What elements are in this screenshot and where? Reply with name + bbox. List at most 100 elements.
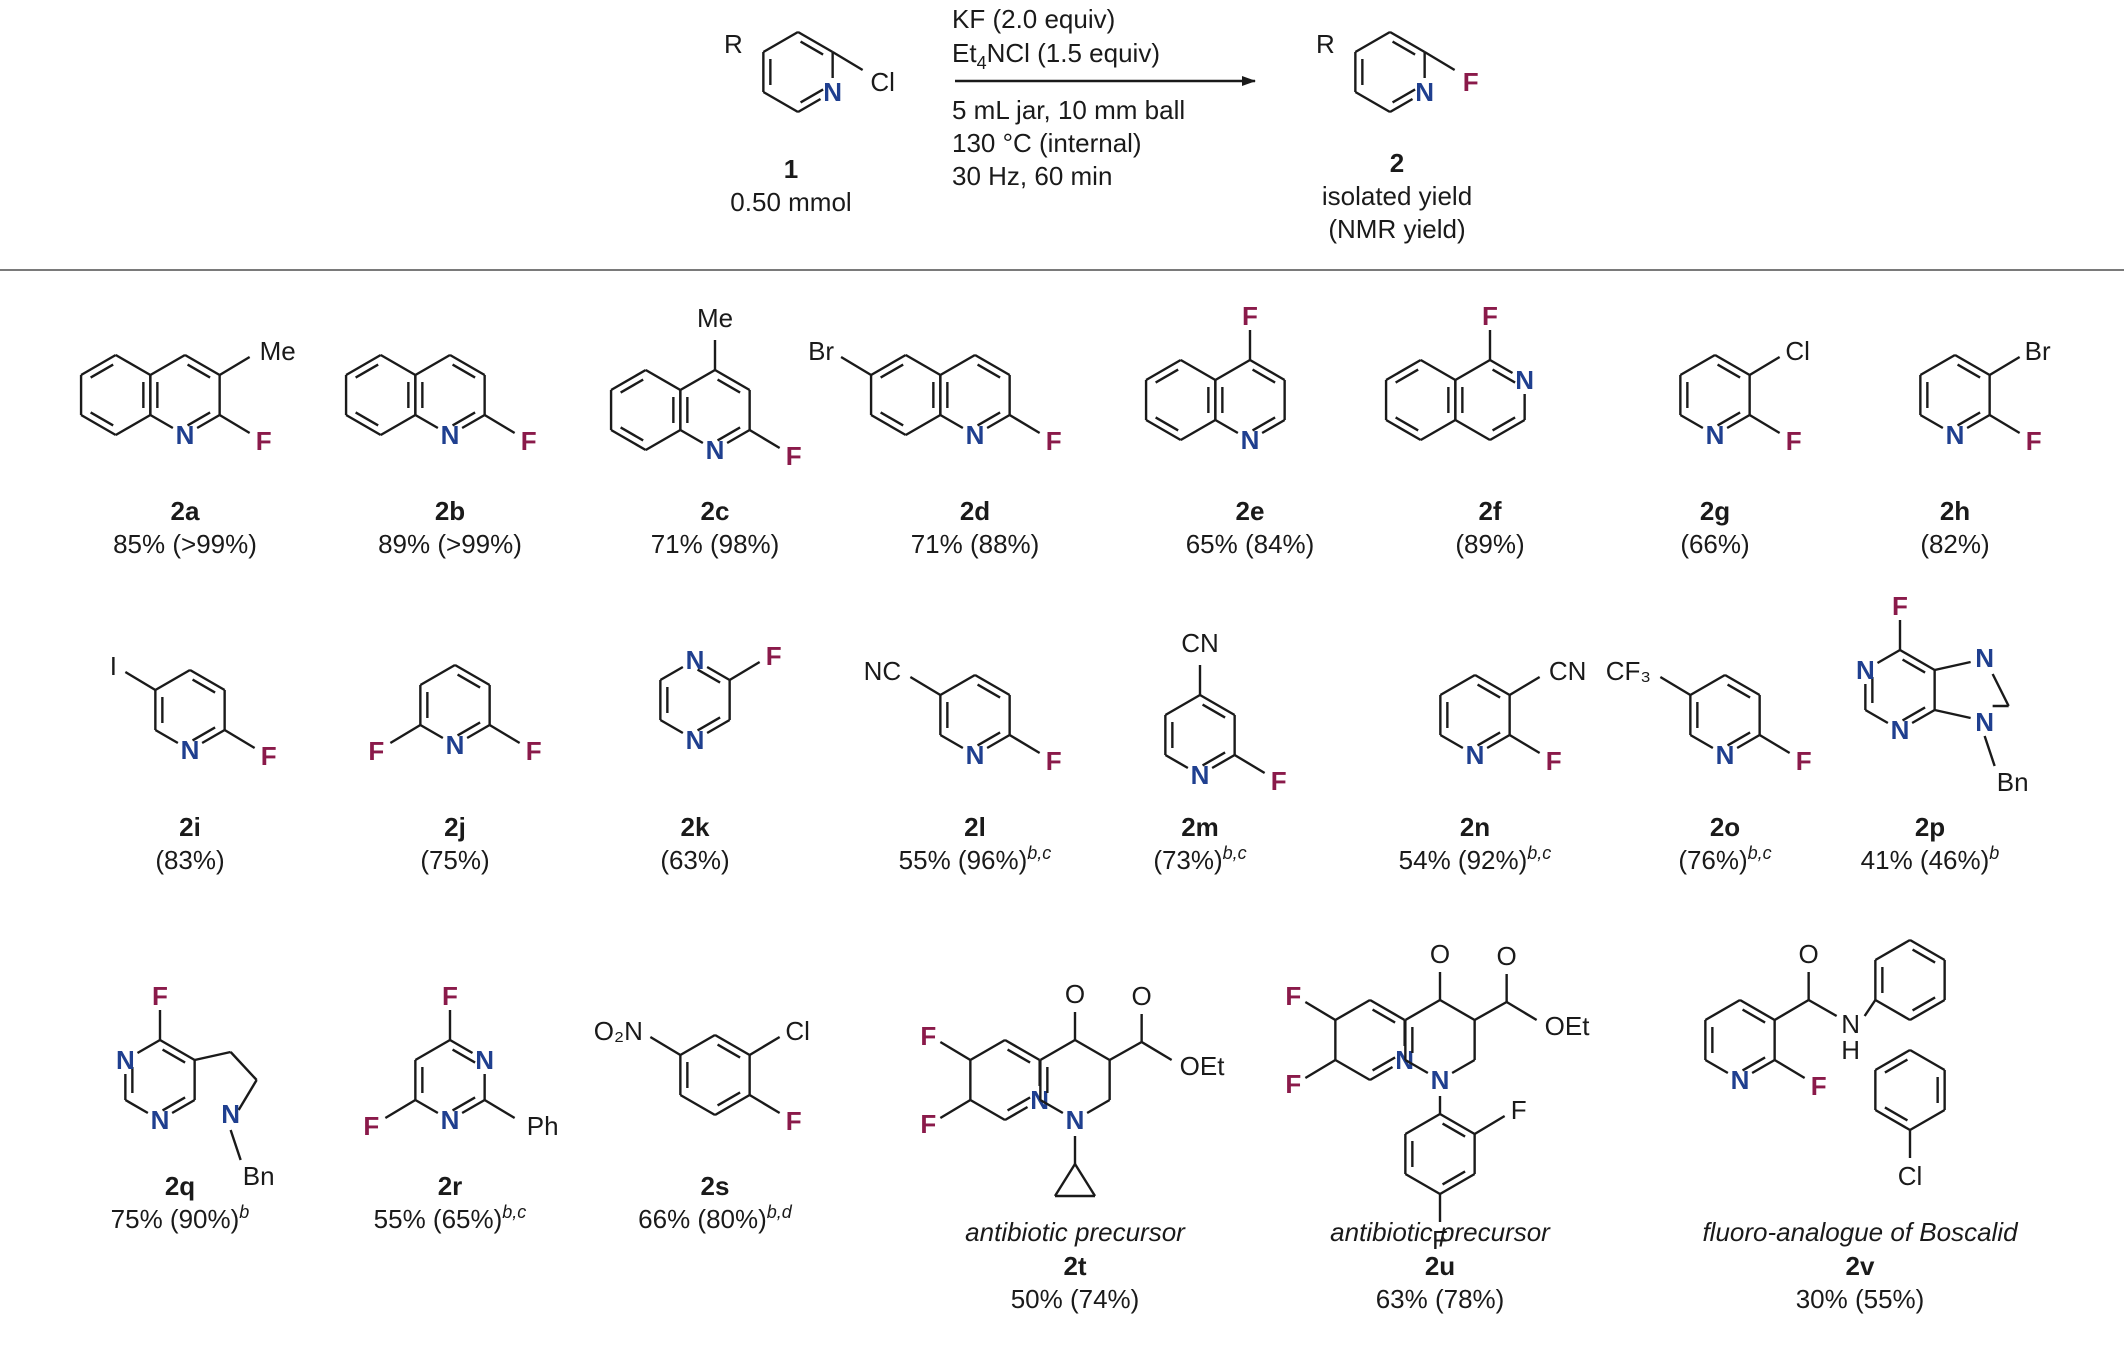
nitrogen-atom: N bbox=[1415, 77, 1434, 107]
compound-yield: 65% (84%) bbox=[1186, 529, 1315, 559]
compound-yield: 85% (>99%) bbox=[113, 529, 257, 559]
substituent-label: Me bbox=[260, 336, 296, 366]
entry-2i: 2i(83%) bbox=[155, 812, 224, 875]
yield-value: (89%) bbox=[1455, 529, 1524, 559]
compound-id: 2c bbox=[701, 496, 730, 526]
product-id: 2 bbox=[1390, 148, 1404, 178]
nitrogen-atom: N bbox=[1241, 425, 1260, 455]
nitrogen-atom: N bbox=[686, 645, 705, 675]
entry-note: antibiotic precursor bbox=[965, 1217, 1186, 1247]
yield-value: 50% (74%) bbox=[1011, 1284, 1140, 1314]
substituent-label: N bbox=[1841, 1009, 1860, 1039]
compound-id: 2e bbox=[1236, 496, 1265, 526]
fluorine-atom: F bbox=[1811, 1071, 1827, 1101]
compound-id: 2l bbox=[964, 812, 986, 842]
compound-id: 2v bbox=[1846, 1251, 1875, 1281]
yield-value: (73%) bbox=[1153, 845, 1222, 875]
yield-footnote: b,c bbox=[1527, 843, 1551, 863]
yield-value: (82%) bbox=[1920, 529, 1989, 559]
nitrogen-atom: N bbox=[1856, 655, 1875, 685]
compound-yield: 89% (>99%) bbox=[378, 529, 522, 559]
compound-yield: 55% (65%)b,c bbox=[374, 1202, 527, 1234]
compound-id: 2n bbox=[1460, 812, 1490, 842]
substituent-label: F bbox=[1511, 1095, 1527, 1125]
yield-value: (66%) bbox=[1680, 529, 1749, 559]
yield-footnote: b,c bbox=[1027, 843, 1051, 863]
fluorine-atom: F bbox=[1892, 591, 1908, 621]
compound-yield: 63% (78%) bbox=[1376, 1284, 1505, 1314]
fluorine-atom: F bbox=[152, 981, 168, 1011]
fluorine-atom: F bbox=[1463, 67, 1479, 97]
yield-footnote: b,d bbox=[767, 1202, 793, 1222]
compound-id: 2q bbox=[165, 1171, 195, 1201]
compound-id: 2k bbox=[681, 812, 710, 842]
entry-2h: 2h(82%) bbox=[1920, 496, 1989, 559]
yield-footnote: b bbox=[239, 1202, 249, 1222]
compound-yield: 54% (92%)b,c bbox=[1399, 843, 1552, 875]
entry-note: fluoro-analogue of Boscalid bbox=[1702, 1217, 2019, 1247]
substituent-label: OEt bbox=[1545, 1011, 1591, 1041]
fluorine-atom: F bbox=[256, 426, 272, 456]
substituent-label: O bbox=[1065, 979, 1085, 1009]
entry-2k: 2k(63%) bbox=[660, 812, 729, 875]
substituent-label: NC bbox=[864, 656, 902, 686]
nitrogen-atom: N bbox=[446, 730, 465, 760]
substituent-label: R bbox=[1316, 29, 1335, 59]
yield-value: 66% (80%) bbox=[638, 1204, 767, 1234]
substituent-label: Me bbox=[697, 303, 733, 333]
yield-value: (83%) bbox=[155, 845, 224, 875]
compound-id: 2r bbox=[438, 1171, 463, 1201]
yield-value: 30% (55%) bbox=[1796, 1284, 1925, 1314]
fluorine-atom: F bbox=[920, 1109, 936, 1139]
product-2f-structure: NF bbox=[1384, 301, 1534, 442]
fluorine-atom: F bbox=[2026, 426, 2042, 456]
nitrogen-atom: N bbox=[1191, 760, 1210, 790]
fluorine-atom: F bbox=[368, 736, 384, 766]
compound-yield: 75% (90%)b bbox=[111, 1202, 250, 1234]
nitrogen-atom: N bbox=[706, 435, 725, 465]
fluorine-atom: F bbox=[1482, 301, 1498, 331]
yield-value: (63%) bbox=[660, 845, 729, 875]
nitrogen-atom: N bbox=[966, 420, 985, 450]
fluorine-atom: F bbox=[1242, 301, 1258, 331]
fluorine-atom: F bbox=[1786, 426, 1802, 456]
compound-yield: (89%) bbox=[1455, 529, 1524, 559]
substituent-label: O bbox=[1132, 981, 1152, 1011]
entry-2g: 2g(66%) bbox=[1680, 496, 1749, 559]
yield-value: 54% (92%) bbox=[1399, 845, 1528, 875]
yield-value: (75%) bbox=[420, 845, 489, 875]
nitrogen-atom: N bbox=[686, 725, 705, 755]
compound-id: 2b bbox=[435, 496, 465, 526]
nitrogen-atom: N bbox=[1891, 715, 1910, 745]
nitrogen-atom: N bbox=[151, 1105, 170, 1135]
substituent-label: Bn bbox=[243, 1161, 275, 1191]
yield-value: (76%) bbox=[1678, 845, 1747, 875]
substituent-label: I bbox=[110, 651, 117, 681]
starting-material-id: 1 bbox=[784, 154, 798, 184]
compound-id: 2j bbox=[444, 812, 466, 842]
product-2e-structure: NF bbox=[1144, 301, 1286, 455]
substituent-label: O₂N bbox=[594, 1016, 643, 1046]
fluorine-atom: F bbox=[526, 736, 542, 766]
fluorine-atom: F bbox=[920, 1021, 936, 1051]
compound-id: 2o bbox=[1710, 812, 1740, 842]
fluorine-atom: F bbox=[1796, 746, 1812, 776]
yield-footnote: b,c bbox=[1748, 843, 1772, 863]
fluorine-atom: F bbox=[521, 426, 537, 456]
nitrogen-atom: N bbox=[1706, 420, 1725, 450]
compound-yield: (82%) bbox=[1920, 529, 1989, 559]
reagent-kf: KF (2.0 equiv) bbox=[952, 4, 1115, 34]
nitrogen-atom: N bbox=[441, 1105, 460, 1135]
